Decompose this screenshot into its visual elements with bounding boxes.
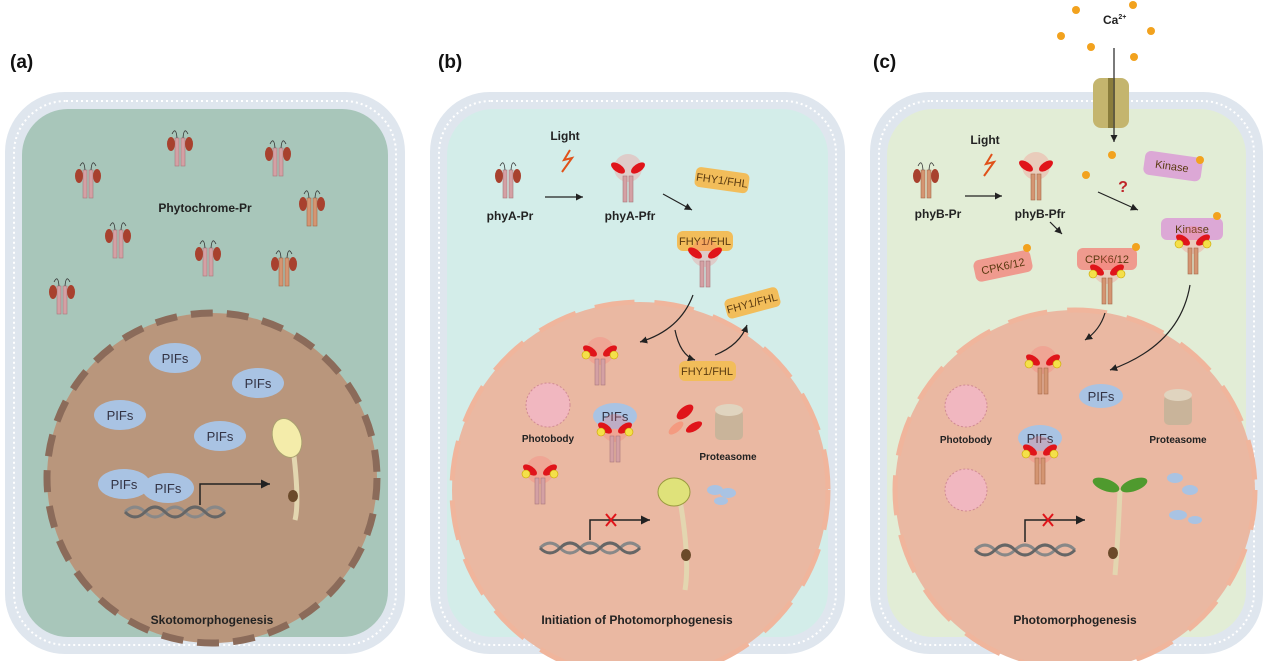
degraded-pifs-icon	[1167, 473, 1202, 524]
photobody-label-c: Photobody	[940, 435, 993, 446]
degraded-fragments-icon	[668, 404, 703, 435]
svg-text:PIFs: PIFs	[155, 481, 182, 496]
calcium-ion	[1132, 243, 1140, 251]
phytochrome-pr-label: Phytochrome-Pr	[158, 201, 252, 215]
phyb-pr-label: phyB-Pr	[915, 207, 962, 221]
pifs-c-free: PIFs	[1088, 389, 1115, 404]
svg-text:PIFs: PIFs	[162, 351, 189, 366]
panel-c-label: (c)	[873, 52, 896, 73]
light-bolt-icon	[983, 153, 997, 177]
proteasome-icon-c	[1164, 389, 1192, 425]
etiolated-seedling-a	[271, 418, 303, 521]
svg-text:PIFs: PIFs	[107, 408, 134, 423]
svg-text:PIFs: PIFs	[207, 429, 234, 444]
caption-c: Photomorphogenesis	[1013, 613, 1137, 627]
calcium-ion	[1023, 244, 1031, 252]
caption-a: Skotomorphogenesis	[151, 613, 274, 627]
arrow	[1084, 312, 1106, 341]
proteasome-label-c: Proteasome	[1149, 435, 1207, 446]
photobody-b	[525, 382, 571, 428]
proteasome-icon-b	[715, 404, 743, 440]
light-label-b: Light	[550, 129, 579, 143]
fhy1-fhl-tag: FHY1/FHL	[681, 366, 733, 378]
arrow	[1049, 221, 1063, 235]
calcium-ion	[1213, 212, 1221, 220]
svg-text:PIFs: PIFs	[111, 477, 138, 492]
phya-pr-label: phyA-Pr	[487, 209, 534, 223]
photobody-c	[944, 384, 988, 428]
calcium-channel-icon	[1093, 78, 1129, 128]
membrane-b	[438, 100, 837, 646]
calcium-label: Ca2+	[1103, 13, 1126, 27]
arrow	[714, 324, 749, 356]
blocked-x-icon	[1042, 513, 1054, 527]
de-etiolated-seedling-c	[1092, 477, 1148, 576]
arrow	[1097, 191, 1139, 211]
degraded-pifs-icon	[707, 485, 736, 505]
phyb-pfr-label: phyB-Pfr	[1015, 207, 1066, 221]
transcription-arrow-a	[199, 479, 270, 505]
arrow	[1109, 284, 1191, 371]
calcium-ion	[1196, 156, 1204, 164]
arrow	[639, 294, 694, 344]
caption-b: Initiation of Photomorphogenesis	[541, 613, 733, 627]
photobody-c-2	[944, 468, 988, 512]
nucleus-b	[449, 299, 831, 661]
arrow	[662, 193, 693, 211]
kinase-tag: Kinase	[1154, 159, 1189, 176]
arrow	[674, 329, 696, 362]
fhy1-fhl-box	[679, 361, 736, 381]
transcription-arrow-c	[1024, 515, 1085, 542]
pifs-blob	[1079, 384, 1123, 408]
svg-text:PIFs: PIFs	[245, 376, 272, 391]
light-label-c: Light	[970, 133, 999, 147]
transcription-arrow-b	[589, 515, 650, 540]
seedling-b	[657, 477, 691, 591]
unknown-mechanism-question: ?	[1118, 179, 1128, 196]
pifs-a: PIFs PIFs PIFs PIFs PIFs PIFs	[94, 343, 284, 503]
photobody-label-b: Photobody	[522, 434, 575, 445]
blocked-x-icon	[605, 513, 617, 527]
light-bolt-icon	[561, 149, 575, 173]
panel-b-label: (b)	[438, 52, 462, 73]
phya-pfr-label: phyA-Pfr	[605, 209, 656, 223]
calcium-ions	[1057, 1, 1155, 179]
panel-a-label: (a)	[10, 52, 33, 73]
nucleus-a	[43, 309, 381, 647]
membrane-c	[878, 100, 1255, 646]
proteasome-label-b: Proteasome	[699, 452, 757, 463]
